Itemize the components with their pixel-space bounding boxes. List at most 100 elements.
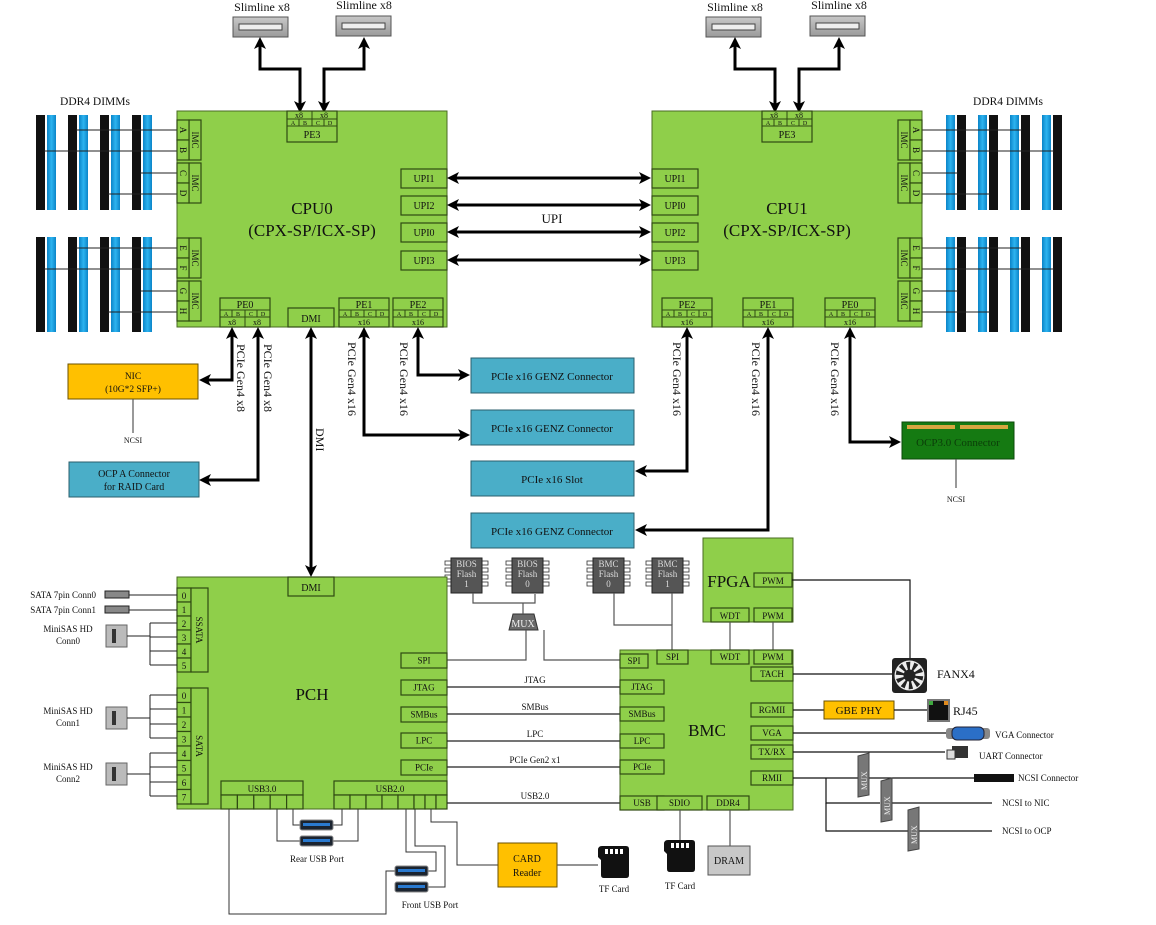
flash-label: BIOS [517, 559, 538, 569]
card-reader: CARD Reader [497, 842, 598, 888]
flash-pin [444, 567, 452, 573]
dimm-slot [143, 115, 152, 210]
usb-wire [276, 809, 300, 842]
lane: C [772, 312, 776, 318]
flash-pin [505, 581, 513, 587]
ocp-a-subtitle: for RAID Card [104, 482, 165, 493]
ncsi-nic-label: NCSI to NIC [1002, 798, 1050, 808]
lane: A [766, 121, 771, 127]
pe-width: x16 [412, 318, 424, 327]
lane: B [303, 121, 307, 127]
bmc-port-box [619, 706, 665, 722]
flash-label: 0 [525, 579, 530, 589]
pch-port: SPI [417, 656, 430, 666]
rear-usb-label: Rear USB Port [290, 854, 344, 864]
fan-label: FANX4 [937, 667, 975, 681]
dimm-slot [1042, 237, 1051, 332]
channel-box [909, 300, 923, 322]
flash-chip [592, 557, 625, 594]
dmi-label: DMI [301, 314, 320, 325]
tf-card-b: TF Card [664, 810, 696, 891]
pe-label: PE2 [679, 300, 696, 311]
dimm-slot [978, 115, 987, 210]
dimm-slot [978, 237, 987, 332]
bmc-port: SPI [627, 656, 640, 666]
pe-width: x8 [228, 318, 236, 327]
slimline-label: Slimline x8 [234, 0, 290, 14]
port-num: 5 [182, 661, 187, 671]
port-num: 1 [182, 706, 187, 716]
lane: B [841, 312, 845, 318]
channel-label: B [911, 147, 921, 153]
bmc-port: DDR4 [716, 798, 740, 808]
ocp3-label: OCP3.0 Connector [916, 437, 1000, 449]
pe3-width: x8 [795, 111, 803, 120]
lane: A [291, 121, 296, 127]
dimm-title-right: DDR4 DIMMs [973, 96, 1043, 108]
ocp-a-title: OCP A Connector [98, 469, 171, 480]
sata1-label: SATA 7pin Conn1 [30, 605, 96, 615]
lane: B [778, 121, 782, 127]
nic-ncsi-label: NCSI [124, 436, 143, 445]
usb2-port [333, 794, 351, 810]
port-num: 2 [182, 619, 187, 629]
card-reader-subtitle: Reader [513, 868, 542, 879]
port-num: 2 [182, 720, 187, 730]
mux-label: MUX [883, 796, 892, 815]
pch-port: PCIe [415, 763, 433, 773]
flash-pin [586, 581, 594, 587]
bmc-port-box [619, 679, 665, 695]
dimm-slot [1010, 115, 1019, 210]
ocp-a-connector: OCP A Connector for RAID Card [68, 461, 200, 498]
dimm-slot [47, 115, 56, 210]
link-label: PCIe Gen4 x16 [670, 342, 684, 416]
usb2-port [424, 794, 437, 810]
bmc-port: SPI [666, 652, 679, 662]
pe-width: x16 [844, 318, 856, 327]
channel-label: F [911, 265, 921, 270]
mux-label: MUX [910, 825, 919, 844]
flash-chip [450, 557, 483, 594]
pe-label: PE0 [842, 300, 859, 311]
flash-pin [481, 581, 489, 587]
flash-pin [645, 560, 653, 566]
lane: B [236, 312, 240, 318]
dimm-slot [100, 237, 109, 332]
upi-port: UPI3 [664, 256, 685, 267]
pcie-connector-label: PCIe x16 GENZ Connector [491, 423, 613, 435]
gbe-phy-label: GBE PHY [836, 705, 883, 717]
ocp3-ncsi-label: NCSI [947, 495, 966, 504]
flash-pin [481, 560, 489, 566]
dimm-slot [946, 115, 955, 210]
pcie-connector-label: PCIe x16 GENZ Connector [491, 526, 613, 538]
bmc-port: WDT [720, 652, 741, 662]
bmc-port-box [656, 649, 689, 665]
pch-port: JTAG [413, 683, 435, 693]
channel-label: C [178, 170, 188, 176]
port-num: 4 [182, 647, 187, 657]
channel-box [176, 300, 190, 322]
channel-label: C [911, 170, 921, 176]
channel-label: G [178, 288, 188, 295]
link-label: PCIe Gen4 x8 [234, 344, 248, 412]
tf-card-icon [664, 840, 695, 872]
link-label: PCIe Gen4 x16 [749, 342, 763, 416]
tf-card-a: TF Card [598, 846, 630, 894]
pe-width: x16 [358, 318, 370, 327]
usb2-port [381, 794, 399, 810]
lane: D [784, 312, 789, 318]
channel-box [176, 257, 190, 279]
dimm-slot [1053, 115, 1062, 210]
pe3-width: x8 [770, 111, 778, 120]
ncsi-connector-icon [974, 774, 1014, 782]
cpu0-bus-labels: PCIe Gen4 x8 PCIe Gen4 x8 DMI PCIe Gen4 … [234, 342, 411, 451]
lane: C [854, 312, 858, 318]
upi-label: UPI [542, 211, 563, 226]
pe-label: PE1 [760, 300, 777, 311]
imc-label: IMC [899, 174, 909, 191]
upi-port-box [651, 250, 699, 271]
